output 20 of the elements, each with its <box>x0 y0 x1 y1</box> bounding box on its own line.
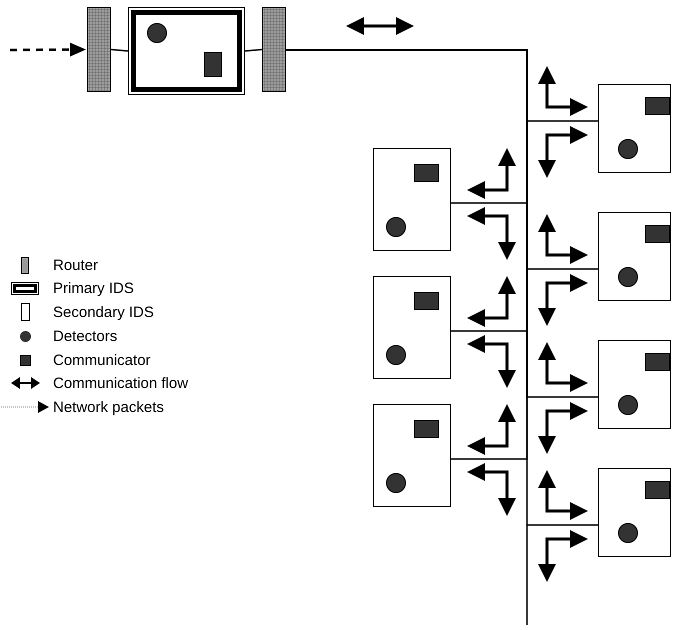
secondary-ids-box <box>598 84 671 173</box>
legend-label: Communication flow <box>53 376 188 390</box>
connector-line <box>110 48 128 52</box>
secondary-ids-box <box>373 276 451 379</box>
legend-label: Network packets <box>53 400 164 414</box>
legend-label: Detectors <box>53 328 118 344</box>
legend-label: Communicator <box>53 352 151 368</box>
secondary-ids-box <box>598 340 671 429</box>
primary-ids-box <box>128 7 245 95</box>
secondary-ids-box <box>373 148 451 251</box>
router-block <box>262 7 286 92</box>
legend-label: Router <box>53 258 98 272</box>
secondary-ids-box <box>598 468 671 557</box>
legend-label: Primary IDS <box>53 280 134 296</box>
connector-line <box>244 48 262 52</box>
secondary-ids-box <box>598 212 671 301</box>
legend-label: Secondary IDS <box>53 304 154 320</box>
dashed-arrow <box>10 42 86 57</box>
router-block <box>87 7 111 92</box>
secondary-ids-box <box>373 404 451 507</box>
